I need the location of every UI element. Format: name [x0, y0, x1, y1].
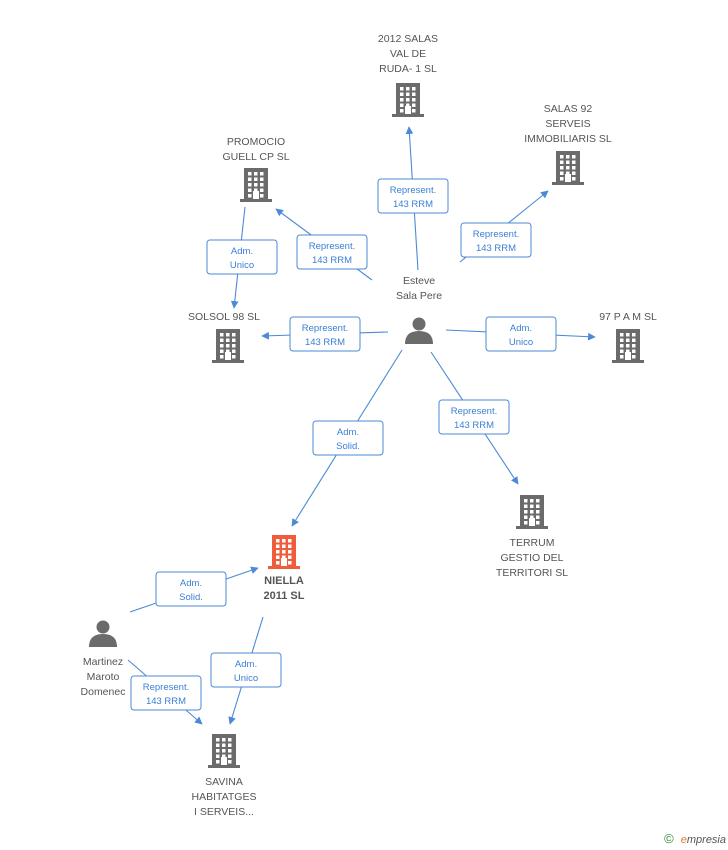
edge-esteve-salas_val: Represent. 143 RRM — [377, 126, 449, 271]
node-label: NIELLA — [264, 575, 304, 587]
edge-label-box[interactable] — [206, 239, 278, 275]
node-savina[interactable]: SAVINA HABITATGES I SERVEIS... — [192, 734, 257, 818]
edge-promocio-solsol: Adm. Unico — [206, 206, 278, 309]
node-label: TERRITORI SL — [496, 567, 568, 579]
edge-label-text: Represent. — [309, 241, 355, 252]
node-solsol[interactable]: SOLSOL 98 SL — [188, 311, 260, 363]
edge-label-box[interactable] — [210, 652, 282, 688]
edge-label-text: Adm. — [231, 246, 253, 257]
edge-label-text: 143 RRM — [393, 199, 433, 210]
node-salas92[interactable]: SALAS 92 SERVEIS IMMOBILIARIS SL — [524, 103, 612, 185]
edge-label-text: Unico — [230, 260, 254, 271]
edge-label-box[interactable] — [130, 675, 202, 711]
node-terrum[interactable]: TERRUM GESTIO DEL TERRITORI SL — [496, 495, 568, 579]
node-label: SAVINA — [205, 776, 243, 788]
brand-initial: e — [680, 834, 687, 846]
node-niella[interactable]: NIELLA 2011 SL — [264, 535, 305, 602]
node-label: 97 P A M SL — [599, 311, 657, 323]
edge-niella-savina: Adm. Unico — [210, 616, 282, 725]
node-label: Esteve — [403, 275, 435, 287]
node-label: 2011 SL — [264, 590, 305, 602]
node-label: VAL DE — [390, 48, 426, 60]
edge-label-box[interactable] — [289, 316, 361, 352]
node-label: SOLSOL 98 SL — [188, 311, 260, 323]
edge-label-text: Solid. — [179, 592, 203, 603]
edge-label-text: Represent. — [390, 185, 436, 196]
edge-label-text: 143 RRM — [454, 420, 494, 431]
building-icon — [516, 495, 548, 529]
building-icon — [240, 168, 272, 202]
brand-name: empresia — [681, 834, 726, 846]
edge-esteve-pam: Adm. Unico — [445, 316, 596, 352]
node-label: Domenec — [81, 686, 126, 698]
edge-label-box[interactable] — [460, 222, 532, 258]
edge-label-text: 143 RRM — [312, 255, 352, 266]
edge-label-box[interactable] — [296, 234, 368, 270]
brand-rest: mpresia — [686, 834, 726, 846]
nodes-layer: 2012 SALAS VAL DE RUDA- 1 SL SALAS 92 SERVEI… — [81, 33, 657, 818]
node-label: PROMOCIO — [227, 136, 285, 148]
edge-label-text: Adm. — [510, 323, 532, 334]
edge-esteve-terrum: Represent. 143 RRM — [430, 351, 519, 485]
edge-label-text: 143 RRM — [476, 243, 516, 254]
person-icon — [405, 317, 433, 344]
building-icon — [212, 329, 244, 363]
edge-label-text: Represent. — [302, 323, 348, 334]
footer-brand: © empresia — [664, 831, 726, 846]
node-label: SERVEIS — [545, 118, 590, 130]
edge-label-text: Adm. — [235, 659, 257, 670]
edge-martinez-niella: Adm. Solid. — [129, 566, 259, 613]
edge-label-text: Adm. — [180, 578, 202, 589]
node-label: GESTIO DEL — [500, 552, 563, 564]
edge-label-text: Represent. — [473, 229, 519, 240]
edge-label-text: Unico — [234, 673, 258, 684]
node-label: SALAS 92 — [544, 103, 593, 115]
node-label: RUDA- 1 SL — [379, 63, 437, 75]
person-icon — [89, 620, 117, 647]
edge-label-text: 143 RRM — [305, 337, 345, 348]
edge-esteve-niella: Adm. Solid. — [291, 349, 403, 527]
edge-label-text: Represent. — [143, 682, 189, 693]
edge-esteve-salas92: Represent. 143 RRM — [459, 190, 549, 263]
edge-label-text: Represent. — [451, 406, 497, 417]
edge-label-box[interactable] — [485, 316, 557, 352]
node-promocio[interactable]: PROMOCIO GUELL CP SL — [222, 136, 290, 202]
copyright-icon: © — [664, 831, 674, 846]
edge-label-text: 143 RRM — [146, 696, 186, 707]
edge-label-box[interactable] — [155, 571, 227, 607]
node-label: 2012 SALAS — [378, 33, 438, 45]
node-label: HABITATGES — [192, 791, 257, 803]
building-icon — [612, 329, 644, 363]
node-label: Sala Pere — [396, 290, 442, 302]
edge-label-box[interactable] — [438, 399, 510, 435]
node-salas_val[interactable]: 2012 SALAS VAL DE RUDA- 1 SL — [378, 33, 438, 117]
edge-label-box[interactable] — [377, 178, 449, 214]
node-label: Martinez — [83, 656, 123, 668]
edge-esteve-promocio: Represent. 143 RRM — [275, 208, 373, 281]
node-pam[interactable]: 97 P A M SL — [599, 311, 657, 363]
node-label: IMMOBILIARIS SL — [524, 133, 612, 145]
building-icon — [208, 734, 240, 768]
edge-label-text: Solid. — [336, 441, 360, 452]
edge-label-text: Adm. — [337, 427, 359, 438]
edge-esteve-solsol: Represent. 143 RRM — [261, 316, 389, 352]
building-icon — [268, 535, 300, 569]
edge-martinez-savina: Represent. 143 RRM — [127, 659, 203, 725]
node-label: Maroto — [87, 671, 120, 683]
node-label: GUELL CP SL — [222, 151, 289, 163]
building-icon — [392, 83, 424, 117]
edge-label-text: Unico — [509, 337, 533, 348]
node-label: TERRUM — [510, 537, 555, 549]
edge-label-box[interactable] — [312, 420, 384, 456]
node-label: I SERVEIS... — [194, 806, 254, 818]
building-icon — [552, 151, 584, 185]
